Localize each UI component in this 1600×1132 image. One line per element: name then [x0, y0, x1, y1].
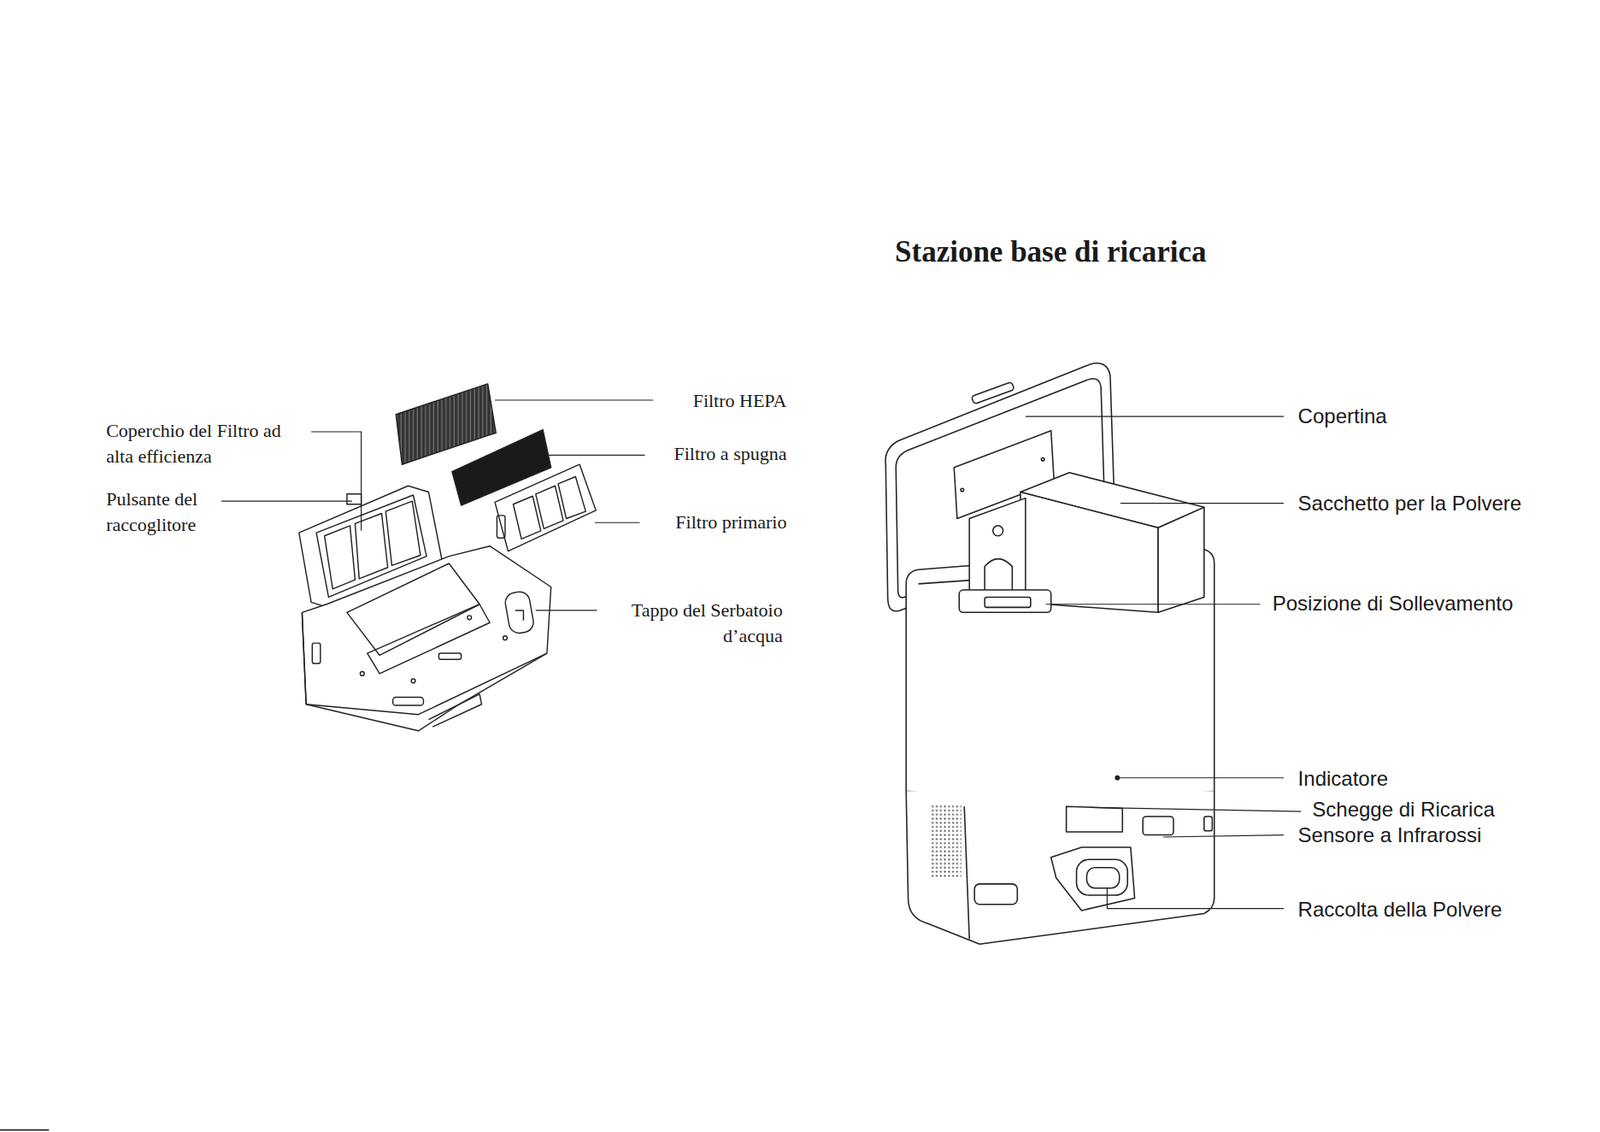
part-label: Filtro HEPA [613, 388, 788, 414]
part-label: Sacchetto per la Polvere [1298, 490, 1584, 517]
section-title: Stazione base di ricarica [894, 235, 1207, 270]
part-label: Raccolta della Polvere [1298, 896, 1584, 923]
part-label: Indicatore [1298, 765, 1584, 792]
part-label: Copertina [1298, 403, 1584, 430]
part-label: Coperchio del Filtro ad alta efficienza [105, 417, 311, 470]
part-label: Sensore a Infrarossi [1298, 822, 1584, 848]
charging-station [885, 363, 1215, 945]
part-label: Filtro a spugna [613, 441, 788, 467]
leader-lines [221, 400, 1301, 909]
page-rule [0, 1129, 49, 1131]
part-label: Filtro primario [613, 509, 788, 536]
part-label: Schegge di Ricarica [1311, 796, 1598, 823]
part-label: Tappo del Serbatoio d’acqua [599, 597, 783, 649]
part-label: Posizione di Sollevamento [1272, 590, 1589, 617]
robot-dustbin [299, 383, 596, 731]
part-label: Pulsante del raccoglitore [105, 486, 224, 538]
